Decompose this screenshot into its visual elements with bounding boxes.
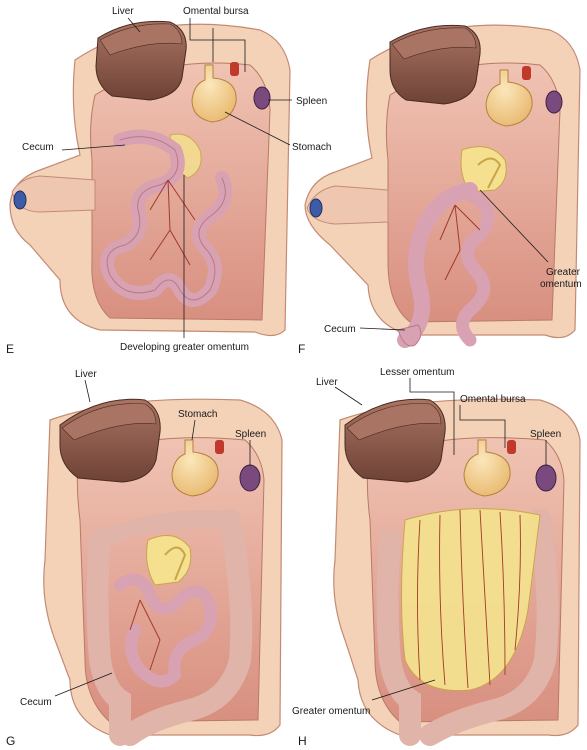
panel-letter-h: H [298,734,307,748]
greater-omentum [460,146,507,193]
spleen [239,464,261,492]
stomach [463,439,511,497]
stomach [191,64,237,123]
panel-h: Liver Lesser omentum Omental bursa Splee… [292,367,581,748]
label-liver: Liver [112,6,134,17]
liver-top [391,27,477,60]
panel-letter-e: E [6,342,14,356]
panel-g: Liver Stomach Spleen Cecum G [6,369,283,748]
intestine-edge [106,136,226,301]
stomach [171,439,219,497]
label-liver: Liver [75,369,97,380]
stomach [485,69,533,127]
aorta [230,62,239,76]
body-stalk [306,185,389,225]
label-greater-omentum-line1: Greater [546,267,581,278]
panel-e: Liver Omental bursa Spleen Stomach Cecum… [6,6,331,356]
intestine [114,573,217,688]
liver-top [346,403,442,441]
aorta [507,440,516,454]
intestine [397,182,478,348]
transverse-colon [91,510,239,549]
liver-top [99,23,183,56]
panel-letter-g: G [6,734,15,748]
label-developing-greater-omentum: Developing greater omentum [120,342,249,353]
label-omental-bursa: Omental bursa [460,394,526,405]
omentum-fold [164,546,187,581]
label-cecum: Cecum [22,142,54,153]
aorta [215,440,224,454]
spleen [545,90,563,114]
spleen [253,86,271,110]
omentum-vessels [417,509,521,689]
panel-letter-f: F [298,342,305,356]
intestine-loops [456,188,495,347]
label-omental-bursa: Omental bursa [183,6,249,17]
mesenteric-vessels [149,179,196,266]
label-cecum: Cecum [20,697,52,708]
liver-top [61,403,157,441]
label-spleen: Spleen [296,96,327,107]
umbilical-vessel [309,198,323,218]
label-lesser-omentum: Lesser omentum [380,367,454,378]
greater-omentum [401,508,541,692]
label-greater-omentum: Greater omentum [292,706,370,717]
label-greater-omentum-line2: omentum [540,279,582,290]
spleen [535,464,557,492]
label-cecum: Cecum [324,324,356,335]
panel-f: Greater omentum Cecum F [298,24,582,356]
mesenteric-vessels [129,599,161,671]
label-spleen: Spleen [530,429,561,440]
label-stomach: Stomach [178,409,217,420]
mesenteric-vessels [439,204,481,281]
colon [376,509,559,746]
label-spleen: Spleen [235,429,266,440]
label-liver: Liver [316,377,338,388]
label-stomach: Stomach [292,142,331,153]
aorta [522,66,531,80]
umbilical-vessel [13,190,27,210]
omentum-fold [477,157,502,189]
colon [86,509,253,746]
